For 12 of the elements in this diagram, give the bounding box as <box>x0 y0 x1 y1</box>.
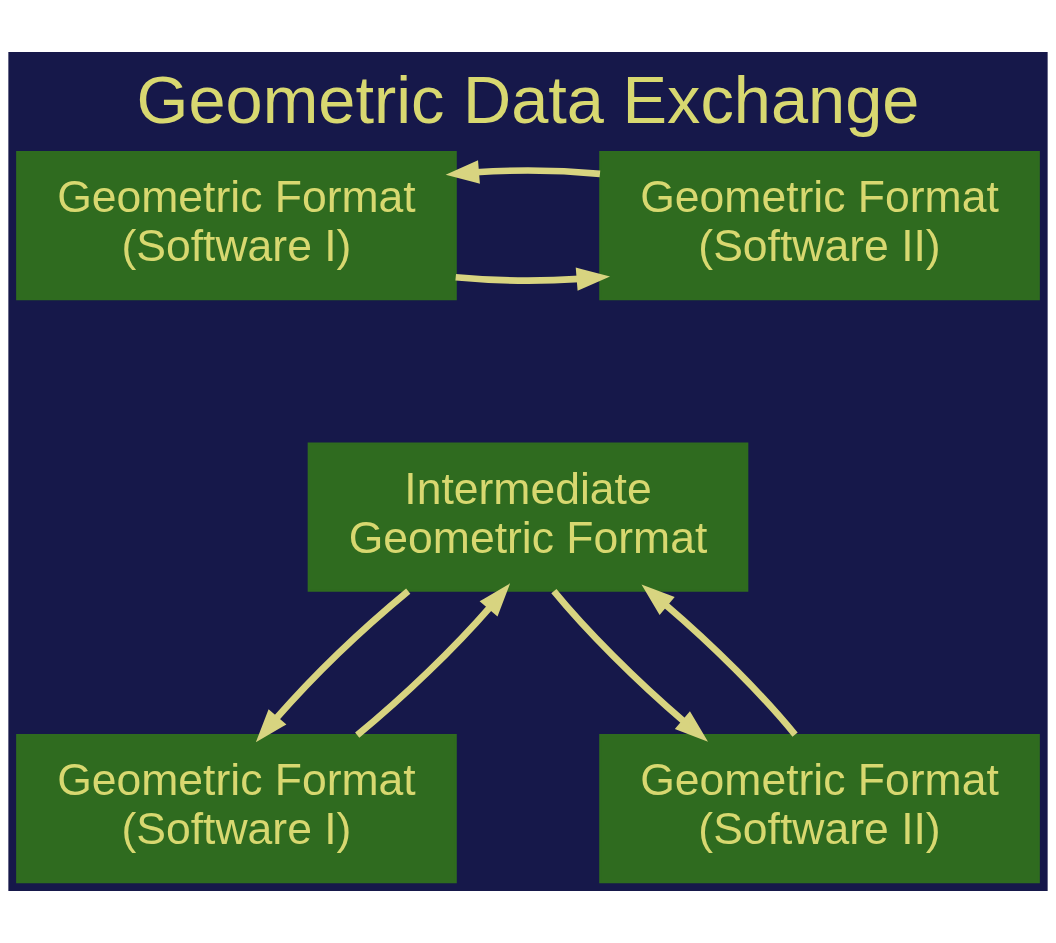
arrow <box>641 584 798 737</box>
node-box: Geometric Format (Software I) <box>16 734 457 884</box>
node-box: Geometric Format (Software I) <box>16 151 457 301</box>
arrow <box>455 267 611 291</box>
node-box: Geometric Format (Software II) <box>599 734 1040 884</box>
node-box: Intermediate Geometric Format <box>307 442 749 592</box>
arrow <box>355 583 511 738</box>
arrow <box>445 160 601 184</box>
diagram-title: Geometric Data Exchange <box>136 63 920 138</box>
arrow <box>255 588 411 743</box>
arrow <box>551 588 708 742</box>
node-box: Geometric Format (Software II) <box>599 151 1040 301</box>
